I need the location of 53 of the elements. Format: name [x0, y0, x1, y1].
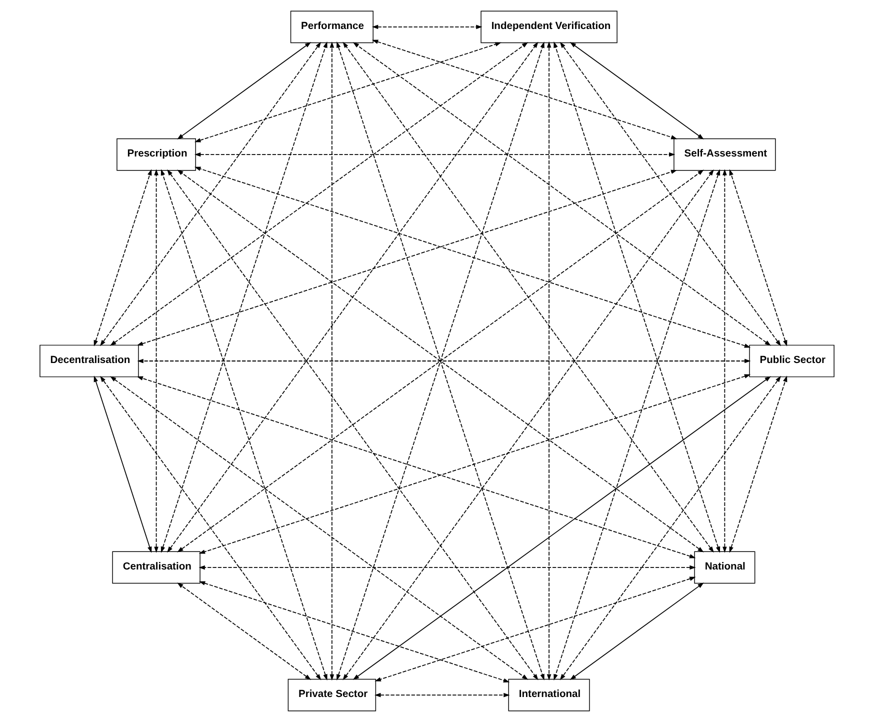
arrow — [136, 376, 696, 558]
arrow — [570, 42, 704, 140]
node-box: Private Sector — [288, 678, 376, 712]
node-box: International — [508, 678, 590, 712]
node-box: Independent Verification — [480, 10, 618, 44]
arrow — [336, 42, 544, 680]
arrow — [100, 376, 322, 680]
arrow — [372, 24, 482, 30]
arrow — [560, 42, 782, 346]
arrow — [100, 42, 322, 346]
arrow — [570, 582, 704, 680]
node-box: Decentralisation — [40, 344, 139, 378]
arrow — [194, 166, 751, 348]
arrow — [546, 41, 552, 680]
arrow — [177, 170, 704, 552]
arrow — [198, 374, 751, 554]
arrow — [352, 376, 771, 680]
arrow — [194, 42, 502, 142]
arrow — [330, 42, 334, 681]
arrow — [154, 169, 158, 553]
node-box: Performance — [290, 10, 374, 44]
arrow — [110, 376, 528, 680]
arrow — [374, 692, 510, 698]
arrow — [729, 169, 788, 346]
arrow — [94, 376, 152, 553]
arrow — [722, 169, 727, 553]
node-box: Centralisation — [112, 551, 200, 584]
arrow — [198, 581, 510, 682]
arrow — [560, 376, 782, 680]
arrow — [374, 576, 696, 682]
arrow — [342, 42, 714, 553]
node-box: Self-Assessment — [674, 138, 776, 171]
arrow — [198, 565, 696, 570]
arrow — [167, 42, 538, 553]
arrow — [177, 42, 312, 140]
arrow — [110, 42, 528, 346]
arrow — [177, 582, 312, 680]
arrow — [160, 42, 328, 553]
arrow — [554, 169, 720, 680]
arrow — [160, 169, 328, 680]
node-box: National — [694, 551, 756, 584]
arrow — [167, 169, 538, 680]
arrow — [137, 358, 751, 364]
arrow — [94, 169, 152, 346]
arrow — [554, 42, 720, 553]
arrow — [136, 170, 678, 346]
arrow — [729, 376, 788, 553]
node-box: Prescription — [116, 138, 196, 171]
arrow — [194, 152, 676, 157]
arrow — [342, 169, 714, 680]
arrow — [352, 42, 771, 346]
node-box: Public Sector — [749, 344, 834, 378]
arrow — [372, 40, 678, 140]
